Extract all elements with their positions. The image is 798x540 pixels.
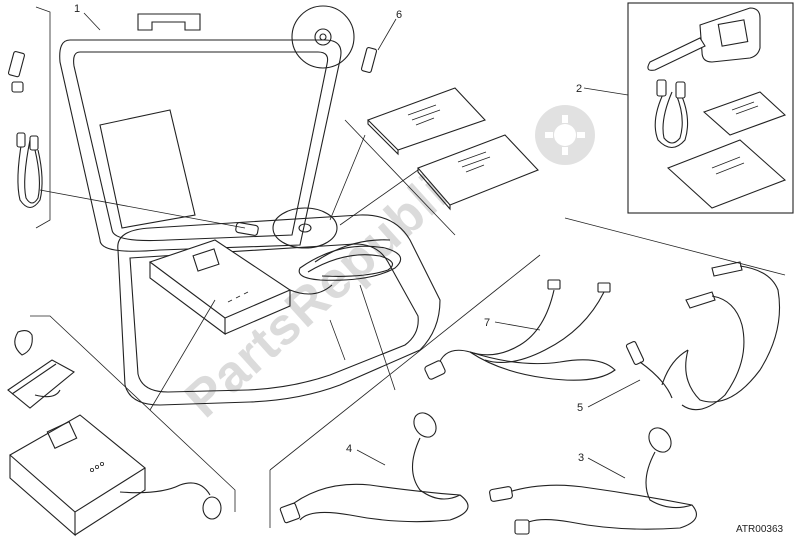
callout-4: 4 <box>346 443 352 455</box>
callout-5: 5 <box>577 402 583 414</box>
inset-key-kit <box>627 2 794 214</box>
callout-3: 3 <box>578 452 584 464</box>
battery-clamp-cable <box>625 261 781 411</box>
cables-in-case <box>289 239 402 295</box>
y-cable <box>424 279 616 381</box>
usb-cable <box>16 132 43 209</box>
usb-stick-with-cap <box>7 51 26 93</box>
diagram-code: ATR00363 <box>736 524 784 535</box>
carrying-case <box>59 13 441 406</box>
callout-7: 7 <box>484 317 490 329</box>
callout-6: 6 <box>396 9 402 21</box>
callout-1: 1 <box>74 3 80 15</box>
carabiner-and-strap <box>7 329 75 409</box>
diagnostic-cable-3 <box>489 427 697 535</box>
diagnostic-cable-4 <box>279 412 469 524</box>
manuals <box>367 87 539 211</box>
leader-lines <box>30 6 786 528</box>
diagnostic-unit <box>9 414 222 537</box>
callout-labels: 1 2 3 4 5 6 7 <box>74 3 584 464</box>
usb-stick-in-case <box>235 222 259 236</box>
cd-in-case <box>272 207 338 249</box>
software-cd <box>291 5 378 73</box>
gear-icon <box>535 105 595 165</box>
callout-2: 2 <box>576 83 582 95</box>
